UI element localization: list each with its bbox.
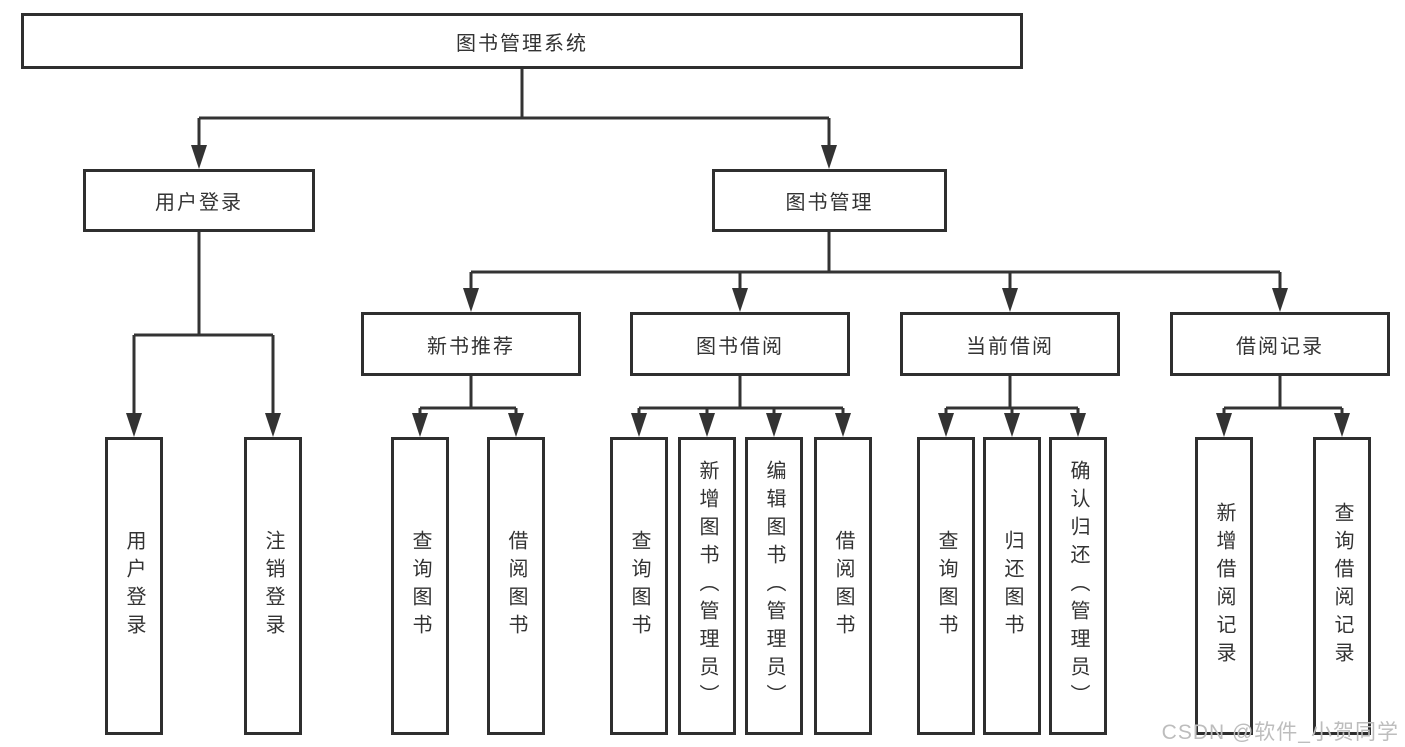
leaf-borrow-query-books: 查询图书 [610, 437, 668, 735]
node-book-management: 图书管理 [712, 169, 947, 232]
node-borrowing-records: 借阅记录 [1170, 312, 1390, 376]
leaf-borrow-borrow-books: 借阅图书 [814, 437, 872, 735]
leaf-borrow-add-books-admin: 新增图书（管理员） [678, 437, 736, 735]
node-book-borrowing: 图书借阅 [630, 312, 850, 376]
leaf-record-add-borrow-record: 新增借阅记录 [1195, 437, 1253, 735]
leaf-newrec-query-books: 查询图书 [391, 437, 449, 735]
leaf-logout: 注销登录 [244, 437, 302, 735]
csdn-watermark: CSDN @软件_小贺同学 [1161, 721, 1399, 744]
node-user-login: 用户登录 [83, 169, 315, 232]
leaf-current-return-books: 归还图书 [983, 437, 1041, 735]
node-library-management-system: 图书管理系统 [21, 13, 1023, 69]
leaf-record-query-borrow-record: 查询借阅记录 [1313, 437, 1371, 735]
leaf-borrow-edit-books-admin: 编辑图书（管理员） [745, 437, 803, 735]
node-new-book-recommendation: 新书推荐 [361, 312, 581, 376]
leaf-current-confirm-return-admin: 确认归还（管理员） [1049, 437, 1107, 735]
node-current-borrowing: 当前借阅 [900, 312, 1120, 376]
leaf-current-query-books: 查询图书 [917, 437, 975, 735]
leaf-user-login: 用户登录 [105, 437, 163, 735]
leaf-newrec-borrow-books: 借阅图书 [487, 437, 545, 735]
